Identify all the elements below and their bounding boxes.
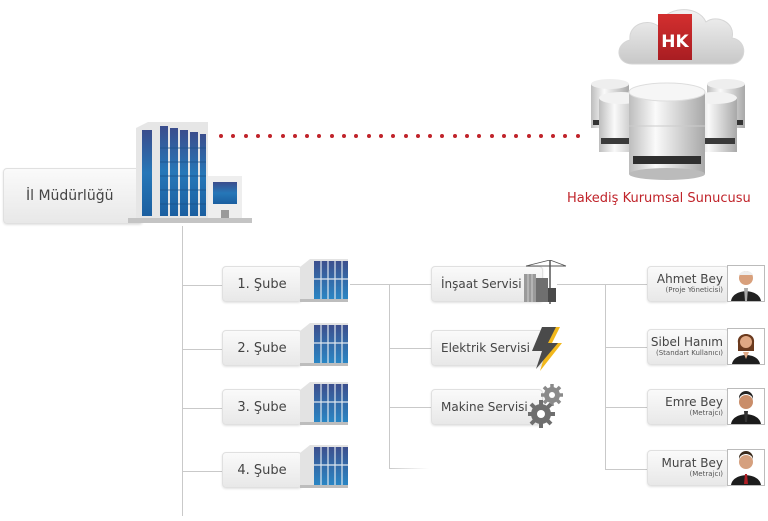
service-connector bbox=[350, 284, 431, 285]
branch-box[interactable]: 3. Şube bbox=[222, 389, 302, 425]
connection-dot bbox=[551, 134, 555, 138]
connection-dot bbox=[256, 134, 260, 138]
branch-connector bbox=[182, 349, 222, 350]
user-card[interactable]: Emre Bey (Metrajcı) bbox=[647, 389, 729, 425]
office-building-icon bbox=[128, 122, 252, 223]
connection-dot bbox=[539, 134, 543, 138]
user-role: (Metrajcı) bbox=[689, 470, 723, 478]
service-connector bbox=[389, 348, 431, 349]
user-role: (Proje Yöneticisi) bbox=[665, 286, 724, 294]
gears-icon bbox=[528, 384, 563, 428]
branch-connector bbox=[182, 285, 222, 286]
connection-dot bbox=[440, 134, 444, 138]
branch-box[interactable]: 4. Şube bbox=[222, 452, 302, 488]
connection-dot bbox=[490, 134, 494, 138]
connection-dot bbox=[219, 134, 223, 138]
branch-box[interactable]: 1. Şube bbox=[222, 266, 302, 302]
connection-dot bbox=[268, 134, 272, 138]
connection-dot bbox=[244, 134, 248, 138]
connection-dot bbox=[367, 134, 371, 138]
user-role: (Metrajcı) bbox=[689, 409, 723, 417]
user-role: (Standart Kullanıcı) bbox=[656, 349, 723, 357]
service-box[interactable]: Elektrik Servisi bbox=[431, 330, 543, 366]
connection-dot bbox=[453, 134, 457, 138]
branch-building-icon bbox=[300, 323, 348, 366]
user-name: Sibel Hanım bbox=[650, 335, 723, 349]
user-name: Murat Bey bbox=[661, 456, 723, 470]
user-trunk bbox=[605, 284, 606, 470]
branch-connector bbox=[182, 471, 222, 472]
connection-dot bbox=[502, 134, 506, 138]
connection-dot bbox=[379, 134, 383, 138]
user-photo-icon bbox=[727, 328, 765, 365]
user-connector bbox=[605, 347, 647, 348]
service-label: İnşaat Servisi bbox=[441, 277, 522, 291]
connection-dot bbox=[416, 134, 420, 138]
user-connector bbox=[557, 284, 647, 285]
service-box[interactable]: Makine Servisi bbox=[431, 389, 543, 425]
user-name: Ahmet Bey bbox=[656, 272, 723, 286]
database-server-icon bbox=[591, 79, 745, 180]
connection-dot bbox=[428, 134, 432, 138]
user-photo-icon bbox=[727, 449, 765, 486]
service-label: Makine Servisi bbox=[441, 400, 528, 414]
user-photo-icon bbox=[727, 265, 765, 302]
hk-logo: HK bbox=[661, 32, 689, 52]
connection-dot bbox=[305, 134, 309, 138]
user-card[interactable]: Sibel Hanım (Standart Kullanıcı) bbox=[647, 329, 729, 365]
user-card[interactable]: Murat Bey (Metrajcı) bbox=[647, 450, 729, 486]
trunk-line bbox=[182, 226, 183, 516]
connection-dot bbox=[231, 134, 235, 138]
user-card[interactable]: Ahmet Bey (Proje Yöneticisi) bbox=[647, 266, 729, 302]
service-connector-fading bbox=[389, 468, 429, 469]
branch-building-icon bbox=[300, 445, 348, 488]
lightning-bolt-icon bbox=[532, 327, 562, 371]
branch-box[interactable]: 2. Şube bbox=[222, 330, 302, 366]
connection-dot bbox=[293, 134, 297, 138]
user-photo-icon bbox=[727, 388, 765, 425]
connection-dot bbox=[514, 134, 518, 138]
connection-dot bbox=[342, 134, 346, 138]
connection-dot bbox=[281, 134, 285, 138]
cloud-icon bbox=[618, 9, 745, 65]
connection-dot bbox=[330, 134, 334, 138]
service-label: Elektrik Servisi bbox=[441, 341, 530, 355]
headquarters-label: İl Müdürlüğü bbox=[26, 188, 114, 204]
connection-dot bbox=[354, 134, 358, 138]
connection-dot bbox=[527, 134, 531, 138]
service-connector bbox=[389, 407, 431, 408]
connection-dot bbox=[317, 134, 321, 138]
user-name: Emre Bey bbox=[665, 395, 723, 409]
branch-label: 3. Şube bbox=[237, 399, 287, 415]
user-connector bbox=[605, 469, 647, 470]
user-connector bbox=[605, 407, 647, 408]
server-label: Hakediş Kurumsal Sunucusu bbox=[567, 191, 751, 206]
branch-building-icon bbox=[300, 382, 348, 425]
connection-dot bbox=[563, 134, 567, 138]
connection-dot bbox=[404, 134, 408, 138]
branch-label: 1. Şube bbox=[237, 276, 287, 292]
connection-dot bbox=[465, 134, 469, 138]
connection-dot bbox=[391, 134, 395, 138]
connection-dot bbox=[477, 134, 481, 138]
branch-building-icon bbox=[300, 259, 348, 302]
branch-label: 4. Şube bbox=[237, 462, 287, 478]
service-trunk bbox=[389, 284, 390, 468]
service-box[interactable]: İnşaat Servisi bbox=[431, 266, 543, 302]
branch-connector bbox=[182, 408, 222, 409]
branch-label: 2. Şube bbox=[237, 340, 287, 356]
construction-crane-icon bbox=[524, 260, 567, 304]
connection-dot bbox=[576, 134, 580, 138]
headquarters-box[interactable]: İl Müdürlüğü bbox=[3, 168, 143, 224]
